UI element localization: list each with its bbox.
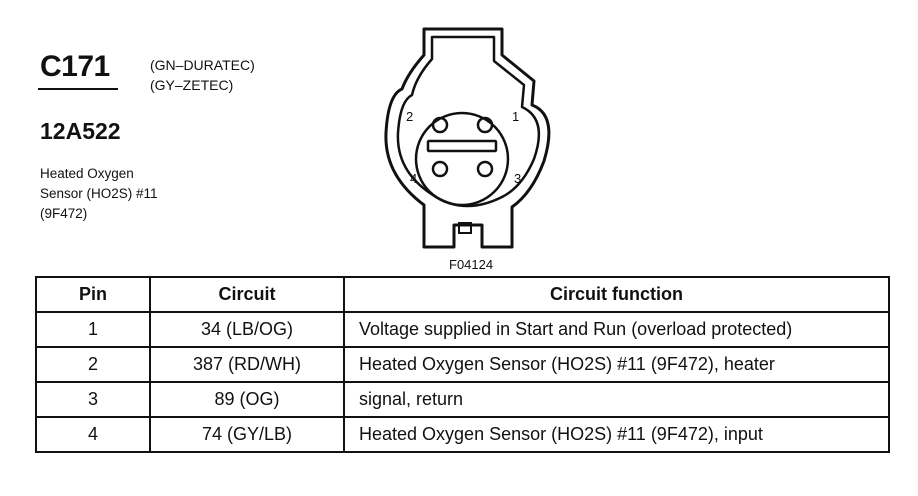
- header-circuit-function: Circuit function: [343, 276, 890, 313]
- pin-2: [431, 116, 449, 134]
- latch-tab: [458, 222, 472, 234]
- key-bar: [426, 139, 498, 153]
- pin-number-label: 1: [512, 109, 519, 124]
- function-cell: Heated Oxygen Sensor (HO2S) #11 (9F472),…: [343, 416, 890, 453]
- circuit-cell: 387 (RD/WH): [149, 346, 345, 383]
- pin-4: [431, 160, 449, 178]
- figure-label: F04124: [449, 257, 494, 272]
- circuit-cell: 89 (OG): [149, 381, 345, 418]
- connector-face-diagram: 1 2 3 4: [384, 27, 551, 249]
- pin-3: [476, 160, 494, 178]
- pin-number-label: 3: [514, 171, 521, 186]
- pin-cell: 4: [35, 416, 151, 453]
- pin-cavity: [414, 111, 510, 207]
- table-row: 1 34 (LB/OG) Voltage supplied in Start a…: [35, 311, 890, 348]
- table-row: 2 387 (RD/WH) Heated Oxygen Sensor (HO2S…: [35, 346, 890, 383]
- pin-1: [476, 116, 494, 134]
- component-description: Heated Oxygen: [40, 166, 134, 181]
- table-header-row: Pin Circuit Circuit function: [35, 276, 890, 313]
- variant-label: (GN–DURATEC): [150, 57, 255, 73]
- pin-cell: 3: [35, 381, 151, 418]
- table-row: 3 89 (OG) signal, return: [35, 381, 890, 418]
- connector-id: C171: [40, 50, 110, 83]
- component-description: Sensor (HO2S) #11: [40, 186, 158, 201]
- circuit-cell: 74 (GY/LB): [149, 416, 345, 453]
- pin-cell: 2: [35, 346, 151, 383]
- header-pin: Pin: [35, 276, 151, 313]
- circuit-cell: 34 (LB/OG): [149, 311, 345, 348]
- pinout-table: Pin Circuit Circuit function 1 34 (LB/OG…: [35, 276, 890, 453]
- pin-number-label: 2: [406, 109, 413, 124]
- component-description: (9F472): [40, 206, 88, 221]
- function-cell: Heated Oxygen Sensor (HO2S) #11 (9F472),…: [343, 346, 890, 383]
- pin-cell: 1: [35, 311, 151, 348]
- function-cell: signal, return: [343, 381, 890, 418]
- variant-label: (GY–ZETEC): [150, 77, 234, 93]
- header-circuit: Circuit: [149, 276, 345, 313]
- connector-id-underline: [38, 88, 118, 90]
- function-cell: Voltage supplied in Start and Run (overl…: [343, 311, 890, 348]
- table-row: 4 74 (GY/LB) Heated Oxygen Sensor (HO2S)…: [35, 416, 890, 453]
- pin-number-label: 4: [410, 171, 417, 186]
- connector-housing: [384, 27, 551, 249]
- part-number: 12A522: [40, 118, 121, 144]
